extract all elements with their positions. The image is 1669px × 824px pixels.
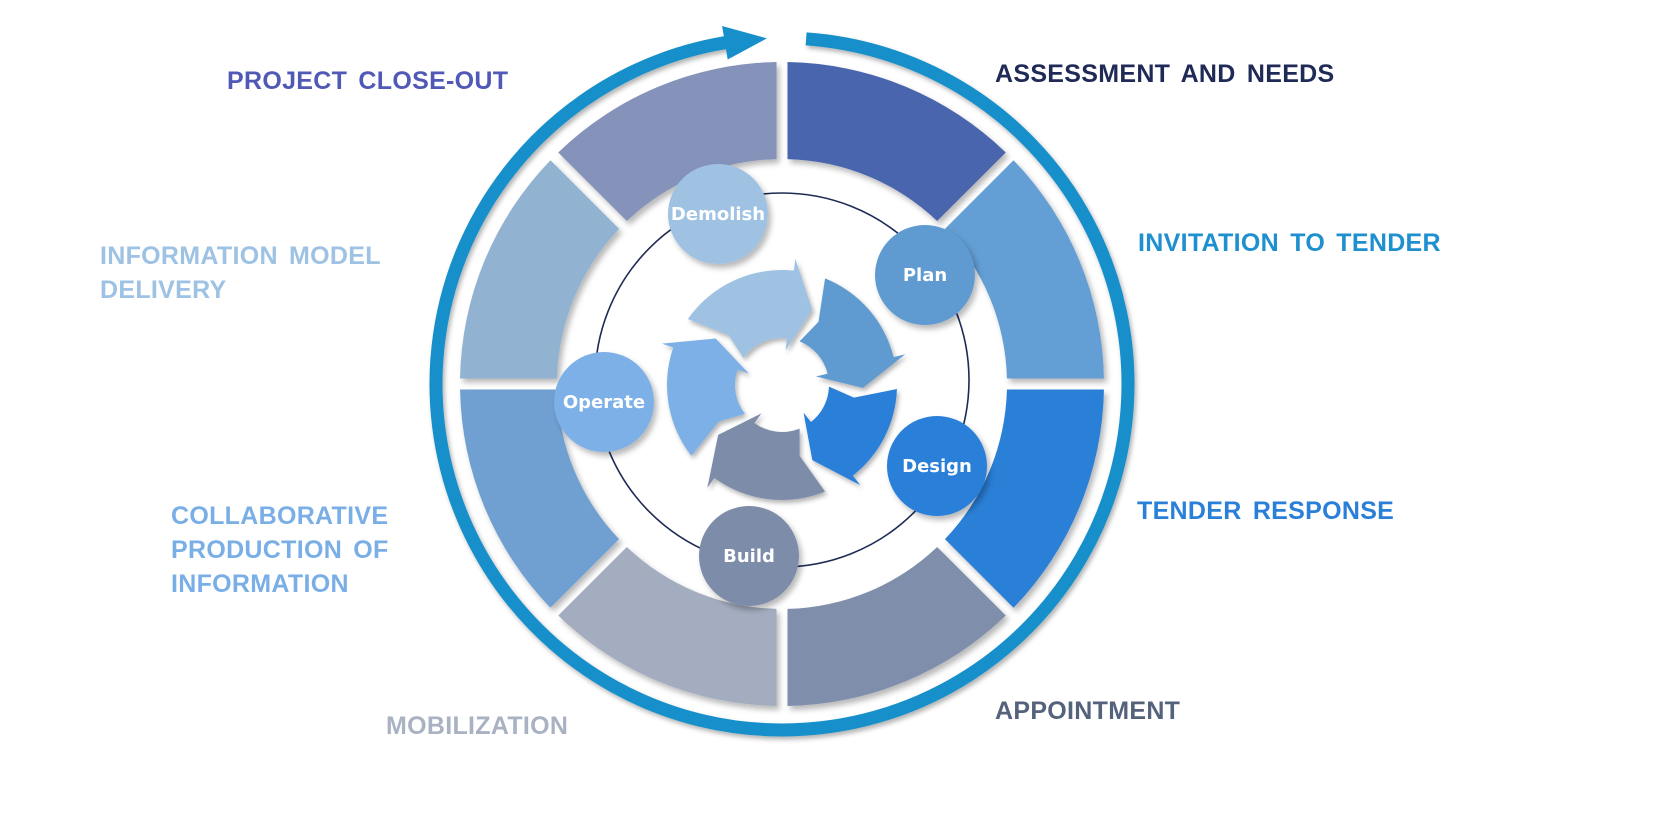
node-circle	[668, 164, 768, 264]
stage-segment-appointment[interactable]	[787, 546, 1006, 706]
cycle-arrow-demolish	[687, 258, 813, 359]
lifecycle-node-demolish[interactable]: Demolish	[668, 164, 768, 264]
lifecycle-node-plan[interactable]: Plan	[875, 225, 975, 325]
stage-label-line: INFORMATION MODEL	[100, 242, 381, 270]
cycle-arrow-plan	[799, 278, 906, 388]
stage-segment-close-out[interactable]	[558, 62, 777, 222]
stage-label-line: COLLABORATIVE	[171, 502, 389, 530]
stage-label-close-out: PROJECT CLOSE-OUT	[227, 64, 508, 98]
stage-label-line: INVITATION TO TENDER	[1138, 229, 1441, 257]
node-circle	[699, 506, 799, 606]
stage-label-appointment: APPOINTMENT	[995, 694, 1180, 728]
stage-label-line: DELIVERY	[100, 276, 227, 304]
node-circle	[875, 225, 975, 325]
stage-label-collaborative: COLLABORATIVE PRODUCTION OF INFORMATION	[171, 499, 389, 601]
node-label: Operate	[563, 392, 645, 413]
stage-segment-collaborative[interactable]	[460, 389, 620, 608]
stage-segment-info-model[interactable]	[460, 160, 620, 379]
cycle-arrow-design	[803, 386, 897, 486]
stage-label-info-model: INFORMATION MODEL DELIVERY	[100, 239, 381, 307]
lifecycle-node-design[interactable]: Design	[887, 416, 987, 516]
node-label: Design	[902, 456, 972, 477]
stage-label-line: INFORMATION	[171, 570, 349, 598]
stage-segment-ring	[460, 62, 1104, 706]
stage-label-line: ASSESSMENT AND NEEDS	[995, 60, 1335, 88]
stage-label-line: PROJECT CLOSE-OUT	[227, 67, 509, 95]
inner-cycle-arrows	[661, 258, 906, 500]
node-circle	[887, 416, 987, 516]
lifecycle-node-operate[interactable]: Operate	[554, 352, 654, 452]
lifecycle-node-build[interactable]: Build	[699, 506, 799, 606]
stage-segment-mobilization[interactable]	[558, 546, 777, 706]
stage-label-line: MOBILIZATION	[386, 712, 569, 740]
outer-cycle-arrow	[429, 25, 1135, 737]
cycle-arrow-operate	[661, 338, 749, 456]
stage-label-line: TENDER RESPONSE	[1137, 497, 1395, 525]
node-label: Demolish	[671, 204, 765, 225]
stage-segment-invitation[interactable]	[944, 160, 1104, 379]
cycle-arrow-build	[707, 413, 826, 500]
node-label: Plan	[903, 265, 947, 286]
node-label: Build	[723, 546, 775, 567]
node-circle	[554, 352, 654, 452]
stage-label-line: PRODUCTION OF	[171, 536, 389, 564]
stage-segment-assessment[interactable]	[787, 62, 1006, 222]
outer-arrow-arc	[429, 32, 1135, 737]
stage-segment-tender-response[interactable]	[944, 389, 1104, 608]
stage-label-assessment: ASSESSMENT AND NEEDS	[995, 57, 1335, 91]
stage-label-line: APPOINTMENT	[995, 697, 1181, 725]
stage-label-tender-response: TENDER RESPONSE	[1137, 494, 1394, 528]
stage-label-mobilization: MOBILIZATION	[386, 709, 568, 743]
stage-label-invitation: INVITATION TO TENDER	[1138, 226, 1441, 260]
arrowhead-icon	[722, 25, 767, 60]
